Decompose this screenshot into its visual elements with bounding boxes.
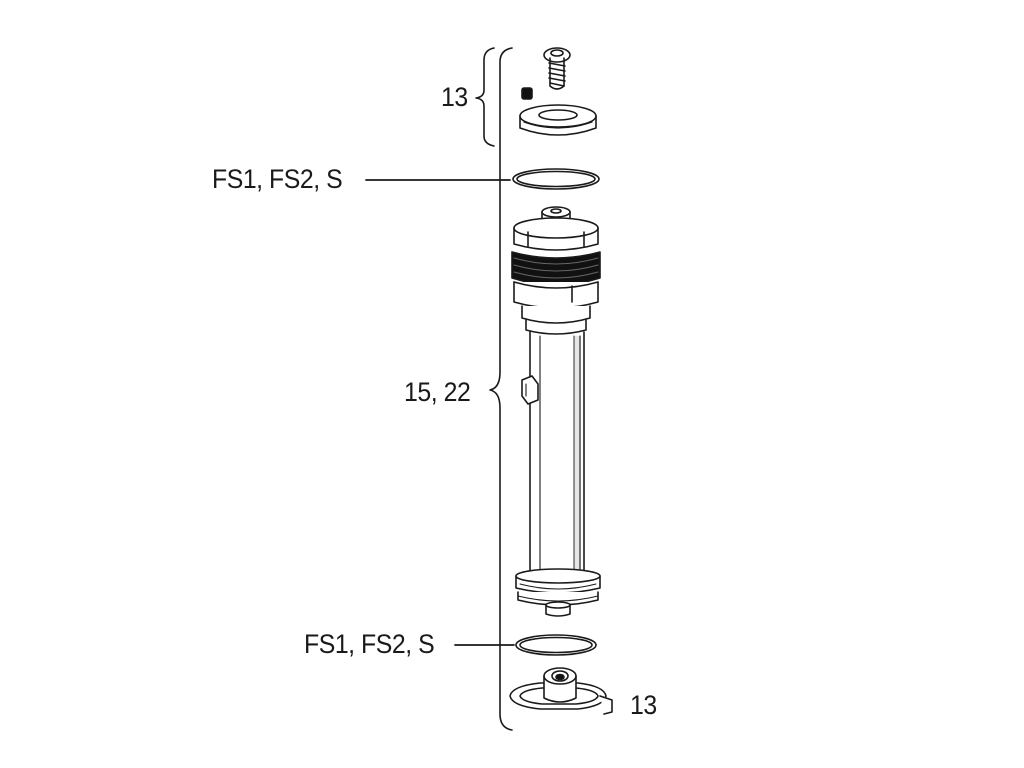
small-nut-icon xyxy=(521,87,533,100)
top-o-ring-icon xyxy=(512,168,600,190)
label-top-bracket: 13 xyxy=(441,82,468,112)
top-group-bracket xyxy=(475,47,495,147)
assembly-bracket xyxy=(489,47,513,731)
screw-icon xyxy=(543,47,571,90)
top-washer-icon xyxy=(519,104,597,136)
cartridge-icon xyxy=(511,206,601,617)
label-bottom-o-ring: FS1, FS2, S xyxy=(304,629,435,659)
label-top-o-ring: FS1, FS2, S xyxy=(212,164,343,194)
bottom-clip-icon xyxy=(509,667,613,715)
label-bottom-clip: 13 xyxy=(630,690,657,720)
bottom-o-ring-icon xyxy=(515,634,597,656)
label-cartridge: 15, 22 xyxy=(404,377,471,407)
